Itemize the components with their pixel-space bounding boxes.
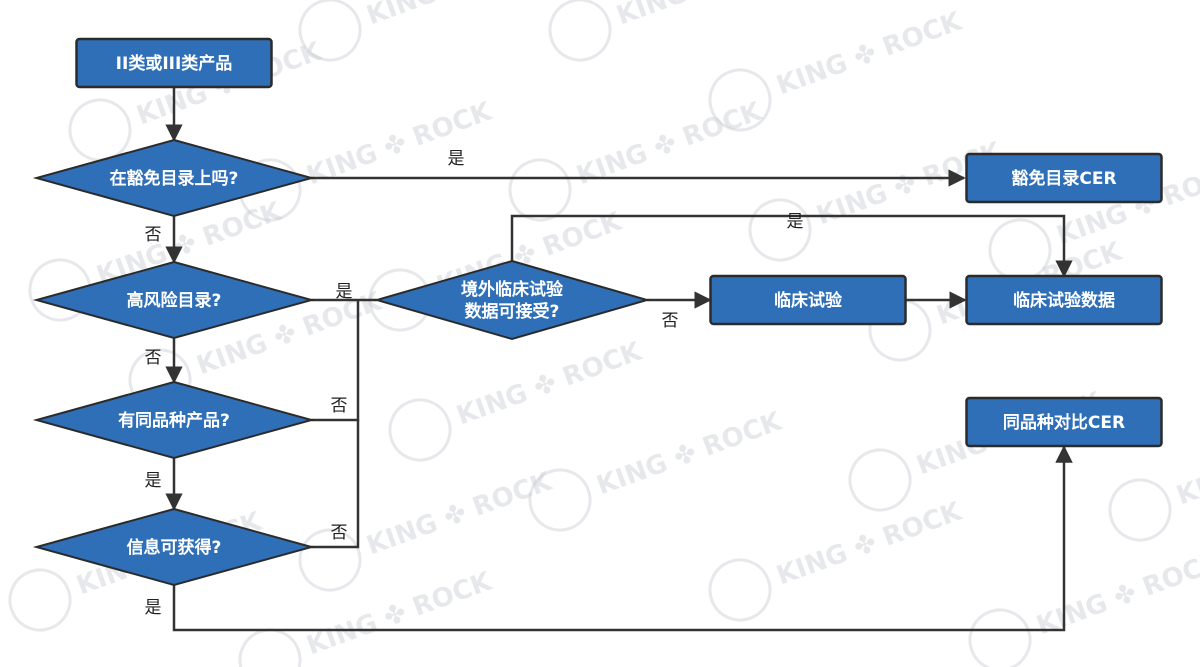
watermark-logo-icon	[548, 0, 612, 62]
decision-diamond-shape	[32, 260, 316, 340]
decision-d3: 有同品种产品?	[32, 380, 316, 460]
decision-d4: 信息可获得?	[32, 507, 316, 587]
node-label: 信息可获得?	[127, 537, 222, 558]
edge-label: 是	[336, 282, 353, 302]
edge-label: 是	[145, 598, 162, 618]
watermark-logo-icon	[8, 568, 72, 632]
process-compare: 同品种对比CER	[965, 396, 1163, 448]
edge-label: 否	[662, 311, 679, 331]
edge-label: 否	[145, 225, 162, 245]
watermark-logo-icon	[708, 558, 772, 622]
node-label: 临床试验	[774, 290, 843, 311]
process-box-shape	[965, 274, 1163, 326]
watermark-logo-icon	[388, 398, 452, 462]
decision-diamond-shape	[32, 507, 316, 587]
node-label: 豁免目录CER	[1011, 168, 1116, 189]
node-label: 同品种对比CER	[1003, 412, 1125, 433]
decision-diamond-shape	[32, 380, 316, 460]
watermark-logo-icon	[238, 628, 302, 667]
decision-diamond-shape	[373, 259, 651, 341]
process-trial: 临床试验	[709, 274, 907, 326]
watermark-logo-icon	[748, 198, 812, 262]
watermark-logo-icon	[708, 68, 772, 132]
process-box-shape	[709, 274, 907, 326]
decision-d2: 高风险目录?	[32, 260, 316, 340]
edges	[165, 87, 1073, 632]
watermark-logo-icon	[298, 0, 362, 62]
watermark-logo-icon	[848, 448, 912, 512]
watermark-logo-icon	[28, 258, 92, 322]
decision-d1: 在豁免目录上吗?	[32, 138, 316, 218]
node-label: 高风险目录?	[127, 290, 222, 311]
edge-d4-to-d5	[311, 420, 360, 549]
edge-label: 是	[145, 471, 162, 491]
edge-label: 是	[448, 149, 465, 169]
edge-label: 否	[331, 523, 348, 543]
node-label: 有同品种产品?	[118, 410, 230, 431]
watermark-logo-icon	[508, 158, 572, 222]
edge-label: 否	[145, 348, 162, 368]
process-box-shape	[965, 152, 1163, 204]
watermark-logo-icon	[528, 468, 592, 532]
process-start: II类或III类产品	[75, 37, 273, 89]
watermark-logo-icon	[1108, 478, 1172, 542]
node-label: II类或III类产品	[116, 53, 233, 74]
decision-diamond-shape	[32, 138, 316, 218]
edge-label: 否	[331, 396, 348, 416]
process-exempt: 豁免目录CER	[965, 152, 1163, 204]
process-trialdata: 临床试验数据	[965, 274, 1163, 326]
node-label: 境外临床试验	[461, 279, 564, 300]
process-box-shape	[75, 37, 273, 89]
node-label: 临床试验数据	[1013, 290, 1115, 311]
watermark-logo-icon	[298, 528, 362, 592]
edge-d5-to-trialdata	[510, 214, 1073, 278]
node-label: 数据可接受?	[465, 301, 560, 322]
process-box-shape	[965, 396, 1163, 448]
edge-d4-to-compare	[172, 445, 1073, 632]
node-label: 在豁免目录上吗?	[110, 168, 239, 189]
edge-label: 是	[787, 212, 804, 232]
